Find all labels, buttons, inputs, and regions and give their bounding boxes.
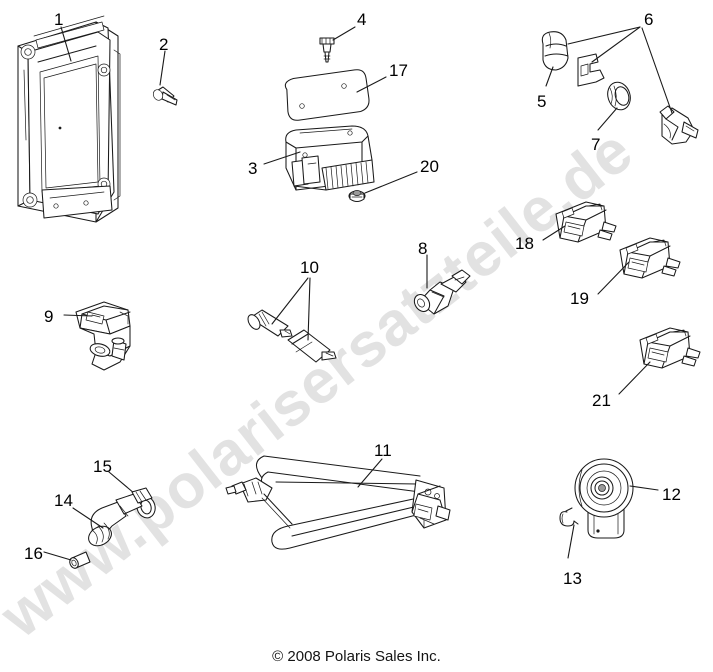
- callout-4: 4: [357, 10, 367, 29]
- leader-11: [357, 458, 383, 488]
- part-8-sensor-switch: [413, 269, 471, 315]
- callout-16: 16: [24, 544, 43, 563]
- part-13-retaining-clip: [559, 507, 579, 527]
- callout-7: 7: [591, 135, 601, 154]
- leader-6-b: [591, 26, 641, 63]
- callout-1: 1: [54, 10, 64, 29]
- part-11-harness: [225, 455, 451, 550]
- leader-16: [43, 551, 72, 561]
- callout-21: 21: [592, 391, 611, 410]
- leader-2: [159, 50, 166, 86]
- part-5-cap: [541, 31, 569, 71]
- part-19-relay: [619, 237, 681, 279]
- part-18-relay: [555, 201, 617, 243]
- callout-19: 19: [570, 289, 589, 308]
- leader-18: [542, 225, 566, 241]
- part-6-connector-plug: [659, 105, 699, 145]
- leader-13: [567, 524, 575, 559]
- leader-14: [72, 507, 104, 529]
- part-16-pin: [69, 551, 91, 569]
- callout-3: 3: [248, 159, 258, 178]
- part-14-elbow-fitting: [88, 487, 153, 547]
- part-17-cover-plate: [284, 69, 370, 121]
- leader-21: [618, 361, 651, 395]
- leader-19: [597, 261, 630, 295]
- leader-12: [629, 485, 659, 491]
- part-7-seal-ring: [607, 81, 631, 111]
- callout-17: 17: [389, 61, 408, 80]
- part-6-bracket: [577, 53, 605, 87]
- part-9-connector-bracket: [75, 301, 131, 371]
- leader-5: [545, 66, 554, 87]
- callout-5: 5: [537, 92, 547, 111]
- part-2-screw: [152, 86, 178, 106]
- copyright-notice: © 2008 Polaris Sales Inc.: [272, 648, 441, 665]
- leader-17: [356, 76, 387, 93]
- callout-18: 18: [515, 234, 534, 253]
- callout-13: 13: [563, 569, 582, 588]
- part-10-fuse-a: [247, 309, 293, 338]
- callout-10: 10: [300, 258, 319, 277]
- leader-1: [60, 26, 72, 62]
- callout-11: 11: [374, 441, 392, 460]
- callout-6: 6: [644, 10, 654, 29]
- leader-6-c: [641, 27, 673, 114]
- leader-9: [63, 314, 93, 317]
- callout-12: 12: [662, 485, 681, 504]
- part-20-grommet-nut: [348, 190, 366, 203]
- leader-3: [263, 151, 301, 165]
- callout-2: 2: [159, 35, 169, 54]
- part-1-control-module: [17, 15, 121, 223]
- callout-15: 15: [93, 457, 112, 476]
- callout-20: 20: [420, 157, 439, 176]
- leader-10-b: [307, 277, 311, 341]
- leader-20: [364, 171, 418, 194]
- callout-9: 9: [44, 307, 54, 326]
- leader-6-a: [567, 26, 641, 45]
- part-3-junction-box: [285, 125, 375, 191]
- part-12-speed-sensor: [574, 458, 634, 539]
- leader-4: [332, 26, 356, 41]
- callout-14: 14: [54, 491, 73, 510]
- leader-10-a: [271, 277, 309, 325]
- part-10-fuse-b: [287, 329, 337, 363]
- part-4-rivet: [319, 37, 335, 63]
- leader-7: [597, 107, 618, 131]
- part-21-relay: [639, 327, 701, 369]
- callout-8: 8: [418, 239, 428, 258]
